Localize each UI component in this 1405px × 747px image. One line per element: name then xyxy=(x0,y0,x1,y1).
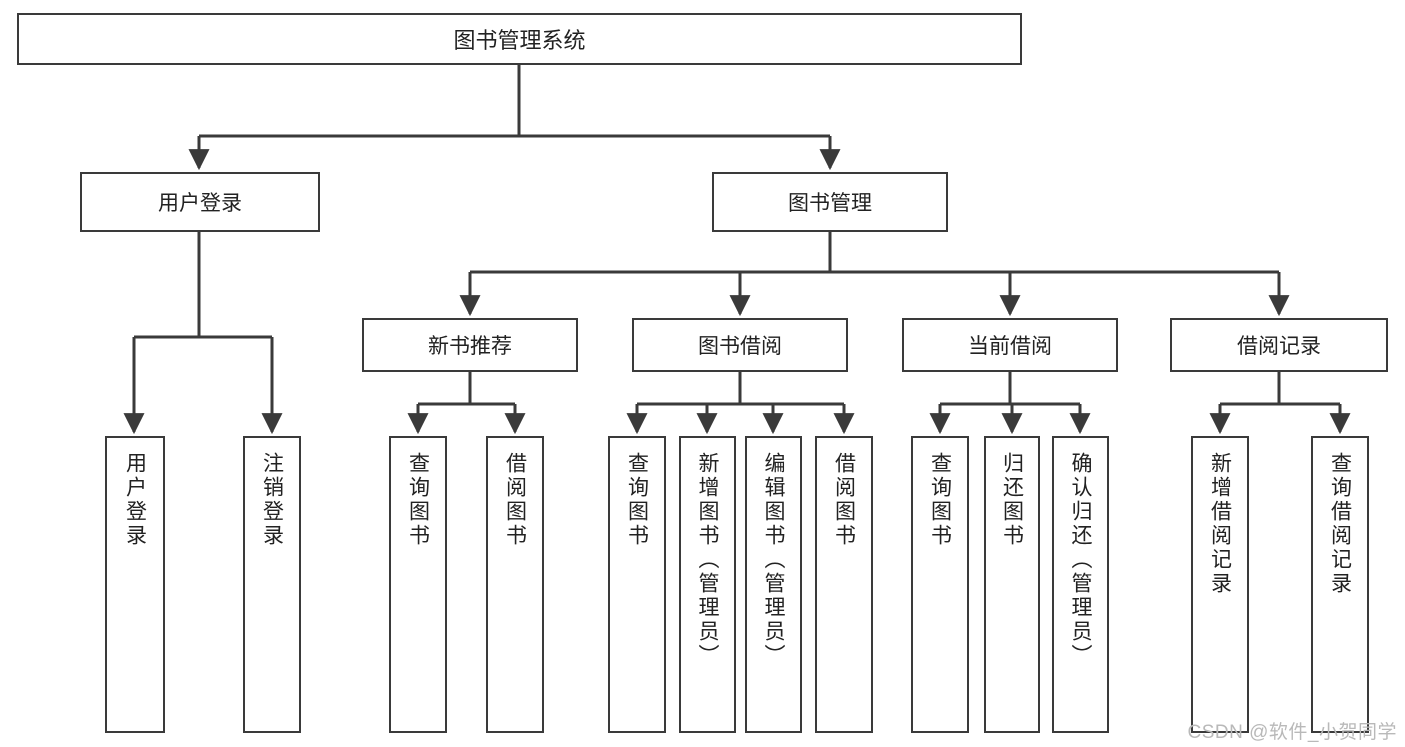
leaf-node[interactable]: 编辑图书（管理员） xyxy=(745,436,802,733)
node-new-book-recommend-label: 新书推荐 xyxy=(428,335,512,358)
leaf-node-label: 查询借阅记录 xyxy=(1328,452,1352,596)
node-new-book-recommend[interactable]: 新书推荐 xyxy=(362,318,578,372)
leaf-node-label: 用户登录 xyxy=(123,452,147,548)
leaf-node-label: 新增借阅记录 xyxy=(1208,452,1232,596)
leaf-node-label: 新增图书（管理员） xyxy=(696,452,719,668)
watermark: CSDN @软件_小贺同学 xyxy=(1187,722,1397,743)
node-current-borrow[interactable]: 当前借阅 xyxy=(902,318,1118,372)
leaf-node[interactable]: 注销登录 xyxy=(243,436,301,733)
node-book-management-label: 图书管理 xyxy=(788,192,872,215)
leaf-node-label: 借阅图书 xyxy=(503,452,527,548)
leaf-node[interactable]: 查询图书 xyxy=(911,436,969,733)
node-current-borrow-label: 当前借阅 xyxy=(968,335,1052,358)
leaf-node[interactable]: 用户登录 xyxy=(105,436,165,733)
leaf-node-label: 借阅图书 xyxy=(832,452,856,548)
node-borrow-record-label: 借阅记录 xyxy=(1237,335,1321,358)
leaf-node-label: 归还图书 xyxy=(1000,452,1024,548)
node-root-label: 图书管理系统 xyxy=(453,28,586,53)
leaf-node[interactable]: 借阅图书 xyxy=(815,436,873,733)
leaf-node[interactable]: 新增图书（管理员） xyxy=(679,436,736,733)
node-borrow-record[interactable]: 借阅记录 xyxy=(1170,318,1388,372)
leaf-node[interactable]: 查询借阅记录 xyxy=(1311,436,1369,733)
leaf-node[interactable]: 归还图书 xyxy=(984,436,1040,733)
leaf-node-label: 查询图书 xyxy=(625,452,649,548)
node-book-borrow[interactable]: 图书借阅 xyxy=(632,318,848,372)
node-book-management[interactable]: 图书管理 xyxy=(712,172,948,232)
leaf-node-label: 查询图书 xyxy=(928,452,952,548)
leaf-node-label: 确认归还（管理员） xyxy=(1069,452,1092,668)
node-user-login-label: 用户登录 xyxy=(158,192,242,215)
node-user-login[interactable]: 用户登录 xyxy=(80,172,320,232)
leaf-node[interactable]: 查询图书 xyxy=(608,436,666,733)
leaf-node[interactable]: 新增借阅记录 xyxy=(1191,436,1249,733)
leaf-node-label: 注销登录 xyxy=(260,452,284,548)
node-book-borrow-label: 图书借阅 xyxy=(698,335,782,358)
leaf-node[interactable]: 确认归还（管理员） xyxy=(1052,436,1109,733)
leaf-node-label: 查询图书 xyxy=(406,452,430,548)
node-root[interactable]: 图书管理系统 xyxy=(17,13,1022,65)
leaf-node-label: 编辑图书（管理员） xyxy=(762,452,785,668)
leaf-node[interactable]: 查询图书 xyxy=(389,436,447,733)
leaf-node[interactable]: 借阅图书 xyxy=(486,436,544,733)
